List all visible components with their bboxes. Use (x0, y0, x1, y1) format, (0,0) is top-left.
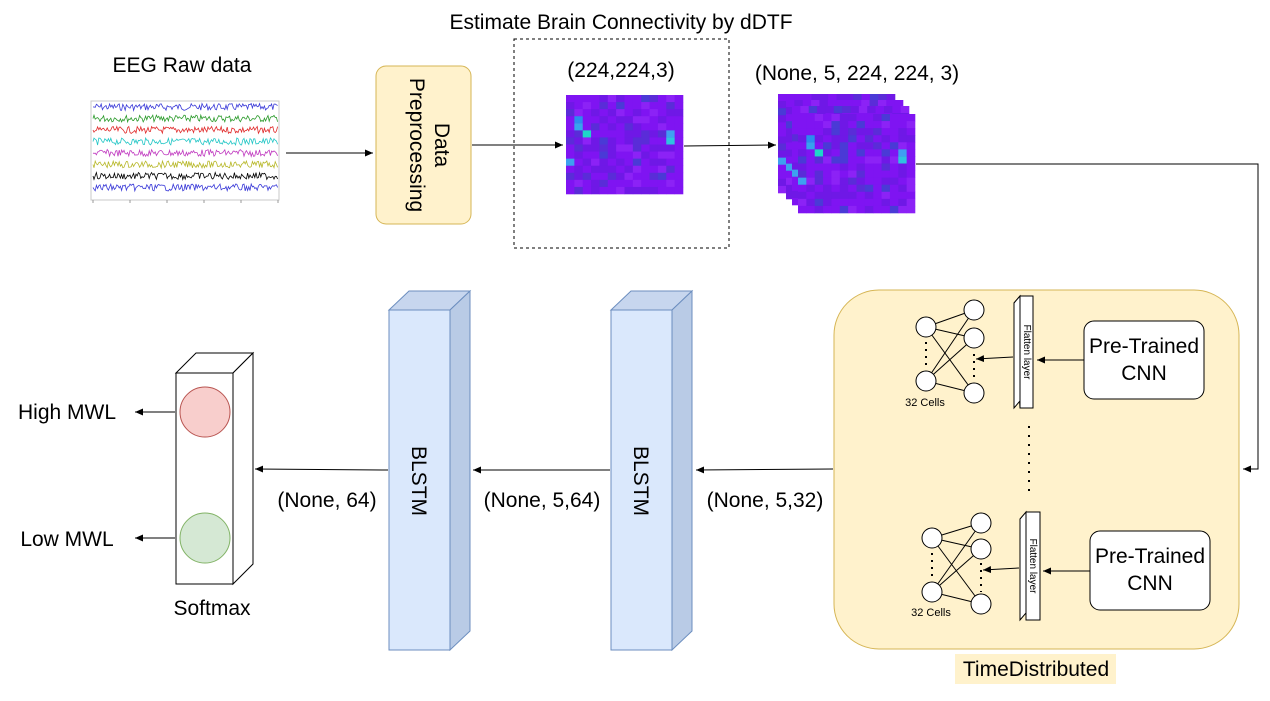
flatten-layer-bottom: Flatten layer (1019, 510, 1041, 622)
sequence-shape-label: (None, 5, 224, 224, 3) (755, 62, 959, 85)
dense-cells-top (915, 299, 985, 404)
time-distributed-label-bg (955, 654, 1116, 684)
heatmap-stack (778, 94, 916, 214)
dense-cells-bottom (921, 512, 992, 615)
pretrained-cnn-bottom-line1: Pre-Trained (1095, 545, 1205, 568)
cells-bottom-label: 32 Cells (911, 607, 951, 619)
connectivity-heatmap (566, 95, 684, 195)
preprocessing-block: Data Preprocessing (375, 65, 472, 225)
blstm-left: BLSTM (387, 289, 472, 652)
low-mwl-unit (179, 512, 231, 564)
arrow-flatten-to-cells-bottom (982, 566, 1020, 574)
time-distributed-label: TimeDistributed (963, 658, 1109, 681)
ddtf-region-border (513, 38, 730, 249)
flatten-layer-bottom-label: Flatten layer (1027, 538, 1038, 594)
blstm-left-label: BLSTM (407, 446, 430, 516)
flatten-layer-top: Flatten layer (1013, 294, 1034, 410)
pretrained-cnn-bottom-line2: CNN (1127, 572, 1173, 595)
blstm-right: BLSTM (609, 289, 694, 652)
pretrained-cnn-top-line1: Pre-Trained (1089, 335, 1199, 358)
pretrained-cnn-top-line2: CNN (1121, 362, 1167, 385)
softmax-label: Softmax (173, 597, 251, 620)
timedistributed-output-shape: (None, 5,32) (707, 489, 824, 512)
flatten-layer-top-label: Flatten layer (1021, 324, 1032, 380)
blstm-right-output-shape: (None, 5,64) (484, 489, 601, 512)
low-mwl-label: Low MWL (20, 528, 113, 551)
blstm-left-output-shape: (None, 64) (277, 489, 376, 512)
pretrained-cnn-bottom (1089, 530, 1211, 611)
preprocessing-label-line2: Preprocessing (405, 78, 428, 212)
blstm-right-label: BLSTM (629, 446, 652, 516)
high-mwl-label: High MWL (18, 401, 116, 424)
arrow-timedistributed-to-blstm (695, 466, 834, 474)
arrow-flatten-to-cells-top (975, 355, 1014, 363)
eeg-signal-plot (90, 100, 280, 203)
high-mwl-unit (179, 386, 231, 438)
time-distributed-block: TimeDistributed Pre-Trained CNN Flatten … (833, 289, 1240, 684)
diagram-title: Estimate Brain Connectivity by dDTF (449, 11, 792, 34)
preprocessing-label-line1: Data (430, 123, 453, 168)
softmax-block (174, 351, 255, 586)
connector-stack-to-timedistributed (916, 163, 1259, 473)
ddtf-shape-label: (224,224,3) (567, 59, 674, 82)
eeg-raw-data-label: EEG Raw data (113, 54, 252, 77)
arrow-blstm-to-softmax (254, 465, 389, 473)
cells-top-label: 32 Cells (905, 397, 945, 409)
pretrained-cnn-top (1083, 320, 1205, 400)
arrow-ddtf-to-stack (683, 141, 777, 149)
